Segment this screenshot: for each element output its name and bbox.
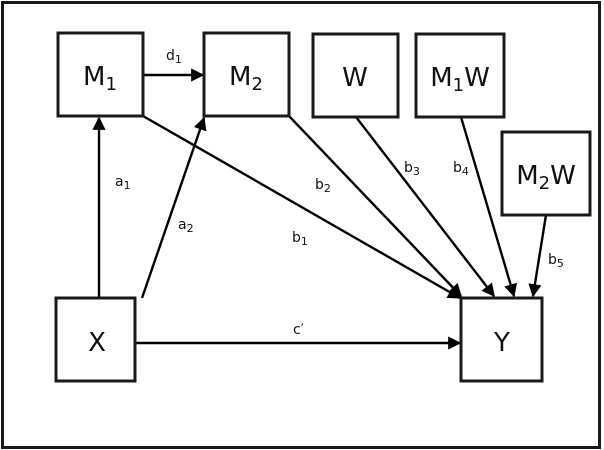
node-label-M1: M1	[83, 62, 117, 95]
node-box-M2	[202, 31, 291, 118]
node-label-M2W: M2W	[516, 161, 576, 194]
edge-label-a2: a2	[178, 217, 194, 235]
node-label-X: X	[88, 328, 106, 358]
node-M2: M2	[202, 31, 291, 118]
edge-b5	[528, 214, 548, 298]
node-box-X	[54, 296, 137, 383]
edge-b4	[459, 116, 517, 298]
edge-label-a1: a1	[115, 174, 131, 192]
edge-label-d1: d1	[166, 48, 182, 66]
node-M1: M1	[56, 31, 145, 118]
node-label-M2: M2	[229, 62, 263, 95]
node-box-M1W	[414, 32, 506, 119]
node-box-Y	[459, 296, 544, 383]
edge-b3	[355, 116, 495, 298]
edge-a2	[140, 116, 207, 299]
edge-label-c-prime: c′	[293, 322, 304, 338]
node-label-M1W: M1W	[430, 63, 490, 96]
edge-label-b3: b3	[404, 160, 420, 178]
node-M1W: M1W	[414, 32, 506, 119]
node-Y: Y	[459, 296, 544, 383]
edge-label-b2: b2	[315, 177, 331, 195]
edge-b2	[288, 115, 462, 297]
node-box-M2W	[500, 130, 592, 217]
edge-label-b5: b5	[548, 252, 564, 270]
node-W: W	[311, 32, 400, 119]
edge-label-b1: b1	[292, 230, 308, 248]
node-box-W	[311, 32, 400, 119]
node-box-M1	[56, 31, 145, 118]
node-X: X	[54, 296, 137, 383]
node-M2W: M2W	[500, 130, 592, 217]
node-label-W: W	[342, 63, 368, 93]
edge-label-b4: b4	[453, 160, 469, 178]
node-label-Y: Y	[493, 328, 510, 358]
edges	[92, 68, 548, 350]
edge-b1	[142, 114, 462, 300]
